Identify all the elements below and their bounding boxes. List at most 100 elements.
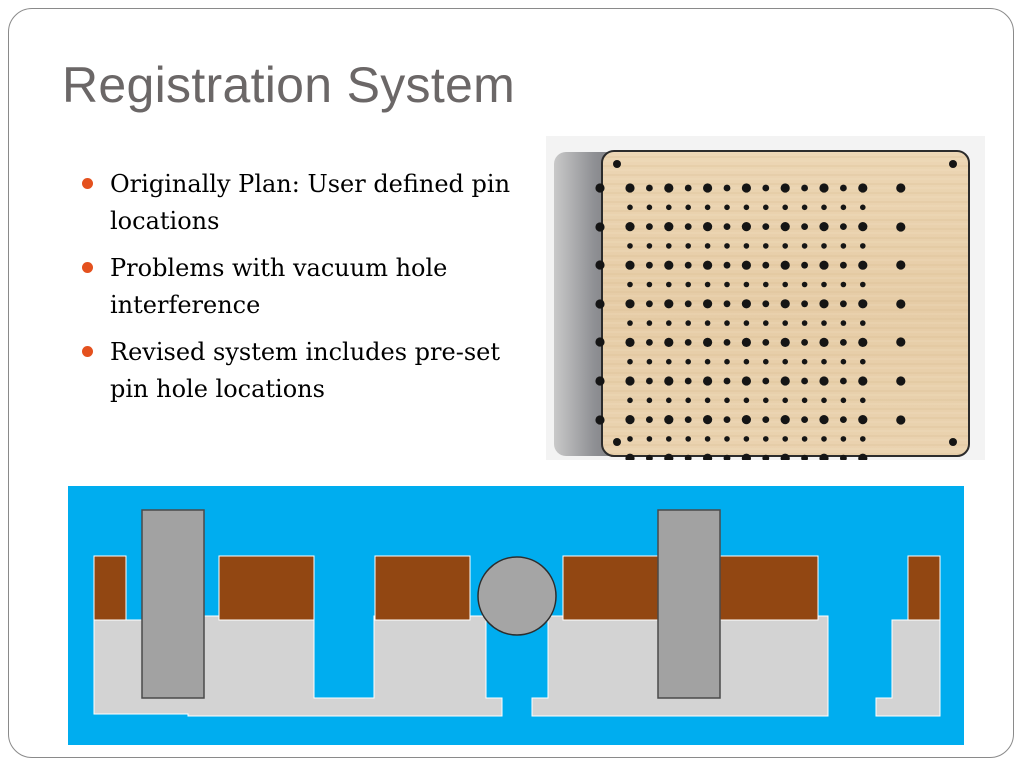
vacuum-hole — [684, 454, 692, 460]
vacuum-hole — [646, 416, 653, 423]
vacuum-hole — [595, 299, 605, 309]
vacuum-hole — [860, 204, 866, 211]
vacuum-hole — [762, 416, 770, 423]
vacuum-hole — [858, 260, 868, 270]
vacuum-hole — [646, 281, 653, 288]
vacuum-hole — [840, 397, 847, 404]
vacuum-hole — [646, 184, 653, 192]
hole-grid — [595, 160, 957, 460]
pin-cross-section-diagram — [68, 486, 964, 745]
vacuum-hole — [780, 376, 790, 386]
vacuum-hole — [741, 337, 751, 347]
vacuum-hole — [664, 222, 674, 232]
substrate-layer — [374, 555, 471, 621]
vacuum-hole — [819, 376, 829, 386]
vacuum-hole — [801, 184, 808, 192]
vacuum-hole — [666, 436, 672, 442]
vacuum-hole — [666, 320, 672, 326]
vacuum-hole — [741, 183, 751, 193]
bullet-text: Originally Plan: User defined pin locati… — [110, 170, 511, 235]
vacuum-hole — [801, 339, 808, 346]
vacuum-hole — [782, 397, 788, 404]
vacuum-hole — [666, 243, 672, 249]
vacuum-hole — [821, 243, 827, 249]
vacuum-hole — [703, 299, 713, 309]
vacuum-hole — [646, 204, 653, 211]
vacuum-hole — [860, 281, 866, 288]
vacuum-hole — [595, 415, 605, 425]
vacuum-hole — [782, 436, 788, 442]
vacuum-hole — [646, 223, 653, 230]
vacuum-hole — [685, 243, 691, 249]
vacuum-hole — [896, 376, 906, 386]
vacuum-hole — [664, 376, 674, 386]
vacuum-hole — [780, 183, 790, 193]
vacuum-hole — [741, 299, 751, 309]
vacuum-hole — [801, 416, 808, 423]
vacuum-hole — [684, 300, 692, 308]
vacuum-hole — [627, 397, 633, 404]
vacuum-hole — [625, 183, 635, 193]
vacuum-hole — [724, 320, 730, 326]
vacuum-hole — [819, 415, 829, 425]
vacuum-hole — [703, 222, 713, 232]
vacuum-hole — [704, 397, 711, 404]
vacuum-hole — [801, 243, 808, 249]
vacuum-hole — [860, 358, 866, 365]
vacuum-hole — [762, 223, 770, 230]
vacuum-hole — [762, 377, 770, 385]
vacuum-hole — [762, 339, 770, 346]
vacuum-hole — [840, 281, 847, 288]
vacuum-hole — [666, 397, 672, 404]
vacuum-hole — [780, 415, 790, 425]
vacuum-hole — [860, 397, 866, 404]
bullet-item: Originally Plan: User defined pin locati… — [80, 166, 520, 240]
vacuum-hole — [821, 320, 827, 326]
bullet-dot-icon — [82, 178, 93, 189]
vacuum-hole — [685, 320, 691, 326]
vacuum-hole — [949, 160, 957, 168]
vacuum-hole — [684, 223, 692, 230]
vacuum-hole — [704, 281, 711, 288]
vacuum-hole — [743, 204, 750, 211]
vacuum-hole — [858, 299, 868, 309]
vacuum-hole — [762, 184, 770, 192]
vacuum-plate-image — [546, 136, 985, 460]
vacuum-hole — [858, 415, 868, 425]
bullet-list: Originally Plan: User defined pin locati… — [80, 166, 520, 418]
vacuum-hole — [743, 397, 750, 404]
vacuum-hole — [840, 320, 847, 326]
vacuum-hole — [801, 397, 808, 404]
vacuum-hole — [763, 358, 769, 365]
vacuum-hole — [704, 320, 711, 326]
vacuum-hole — [840, 358, 847, 365]
vacuum-hole — [858, 376, 868, 386]
vacuum-hole — [860, 320, 866, 326]
vacuum-hole — [646, 339, 653, 346]
vacuum-hole — [860, 243, 866, 249]
vacuum-hole — [819, 222, 829, 232]
vacuum-hole — [704, 204, 711, 211]
vacuum-hole — [646, 300, 653, 308]
vacuum-hole — [743, 320, 750, 326]
vacuum-hole — [780, 453, 790, 460]
vacuum-hole — [723, 223, 731, 230]
registration-pin — [657, 509, 721, 699]
vacuum-hole — [664, 299, 674, 309]
vacuum-hole — [763, 320, 769, 326]
vacuum-hole — [801, 436, 808, 442]
vacuum-hole — [780, 260, 790, 270]
vacuum-hole — [703, 260, 713, 270]
vacuum-hole — [724, 243, 730, 249]
vacuum-hole — [723, 454, 731, 460]
vacuum-hole — [646, 397, 653, 404]
vacuum-hole — [613, 438, 621, 446]
vacuum-hole — [801, 358, 808, 365]
vacuum-hole — [782, 243, 788, 249]
vacuum-hole — [703, 415, 713, 425]
vacuum-hole — [840, 377, 847, 385]
vacuum-hole — [703, 337, 713, 347]
vacuum-hole — [625, 415, 635, 425]
substrate-layer — [218, 555, 315, 621]
vacuum-hole — [819, 183, 829, 193]
